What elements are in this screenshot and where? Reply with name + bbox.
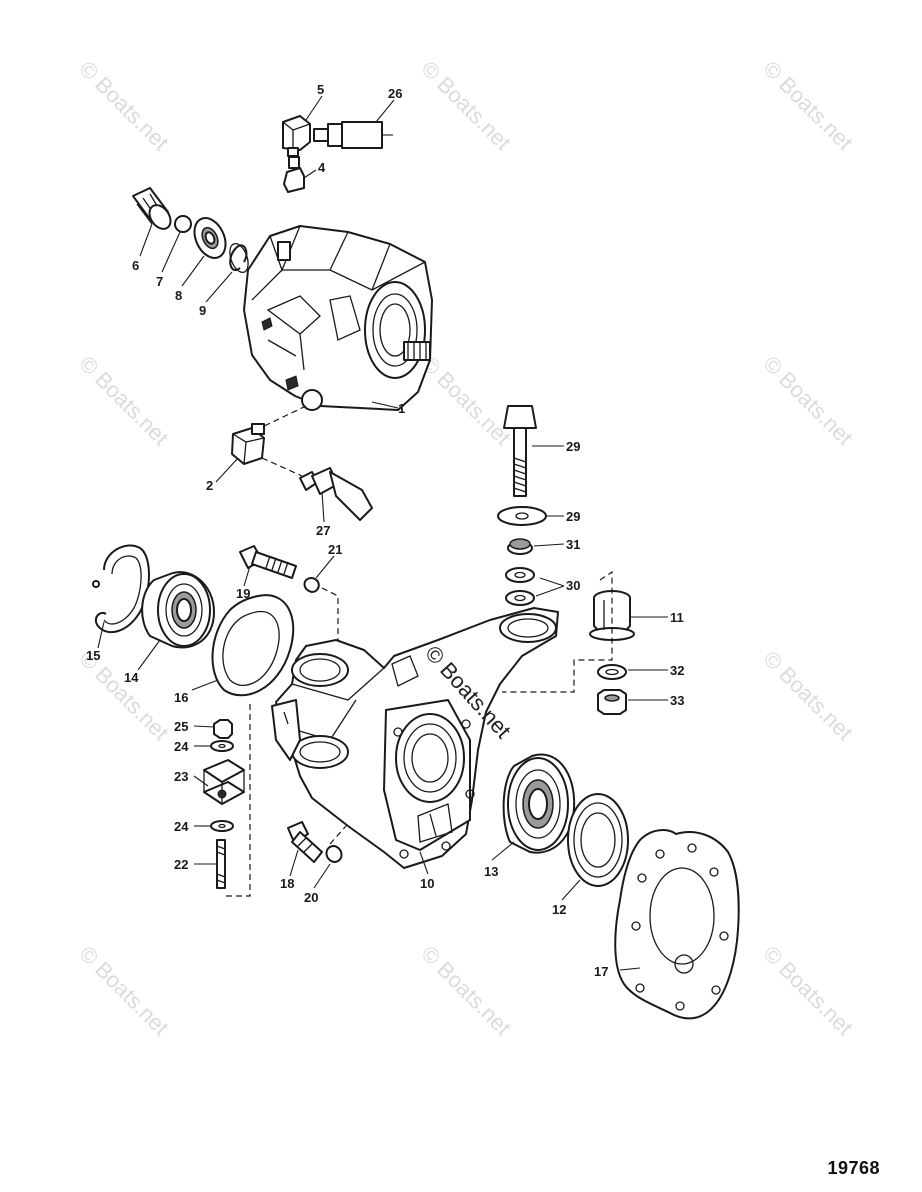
part-20-washer <box>325 845 343 863</box>
part-29-bolt <box>503 405 537 497</box>
part-32-washer <box>597 664 627 680</box>
part-8-bearing <box>193 217 227 259</box>
label-part-32: 32 <box>670 663 684 678</box>
part-25-nut <box>213 719 233 739</box>
part-24-washer-top <box>210 740 234 752</box>
part-33-nut <box>597 689 627 715</box>
leader-lines <box>97 95 668 971</box>
label-part-15: 15 <box>86 648 100 663</box>
watermarks: © Boats.net © Boats.net © Boats.net © Bo… <box>74 56 857 1040</box>
watermark: © Boats.net <box>74 941 173 1040</box>
part-22-stud <box>216 839 226 889</box>
bolt-path <box>321 587 339 640</box>
label-part-5: 5 <box>317 82 324 97</box>
label-part-4: 4 <box>318 160 326 175</box>
bushing-bracket <box>502 570 613 693</box>
label-part-19: 19 <box>236 586 250 601</box>
part-21-washer <box>303 577 320 593</box>
part-18-bolt <box>287 821 323 863</box>
callout-labels: 5 26 4 6 7 8 9 1 2 27 29 29 31 30 11 32 … <box>86 82 684 979</box>
label-part-24-bottom: 24 <box>174 819 189 834</box>
label-part-21: 21 <box>328 542 342 557</box>
part-24-washer-bottom <box>210 820 234 832</box>
part-16-gasket <box>211 594 295 697</box>
part-11-bushing <box>589 590 635 641</box>
label-part-13: 13 <box>484 864 498 879</box>
part-6-roller-bearing <box>132 187 172 230</box>
label-part-10: 10 <box>420 876 434 891</box>
part-5-elbow-fitting <box>282 115 311 157</box>
label-part-2: 2 <box>206 478 213 493</box>
part-4-fitting <box>283 156 305 193</box>
part-30-washers <box>505 567 535 606</box>
part-9-snap-ring <box>229 242 249 274</box>
label-part-22: 22 <box>174 857 188 872</box>
label-part-33: 33 <box>670 693 684 708</box>
part-19-bolt <box>239 545 297 579</box>
part-31-bushing <box>507 538 533 555</box>
label-part-29-bolt: 29 <box>566 439 580 454</box>
label-part-9: 9 <box>199 303 206 318</box>
label-part-30: 30 <box>566 578 580 593</box>
label-part-24-top: 24 <box>174 739 189 754</box>
label-part-14: 14 <box>124 670 139 685</box>
part-27-sender <box>299 467 373 521</box>
label-part-6: 6 <box>132 258 139 273</box>
part-15-snap-ring <box>92 544 150 634</box>
part-17-gasket-plate <box>614 829 740 1020</box>
watermark: © Boats.net <box>416 941 515 1040</box>
label-part-23: 23 <box>174 769 188 784</box>
label-part-27: 27 <box>316 523 330 538</box>
label-part-17: 17 <box>594 964 608 979</box>
label-part-25: 25 <box>174 719 188 734</box>
watermark: © Boats.net <box>74 56 173 155</box>
watermark: © Boats.net <box>758 941 857 1040</box>
watermark: © Boats.net <box>758 646 857 745</box>
part-12-seal <box>567 793 629 887</box>
part-7-ball <box>174 215 192 233</box>
label-part-18: 18 <box>280 876 294 891</box>
part-13-bearing <box>502 753 576 854</box>
watermark: © Boats.net <box>416 351 515 450</box>
part-2-block-fitting <box>231 423 303 477</box>
watermark: © Boats.net <box>74 351 173 450</box>
label-part-20: 20 <box>304 890 318 905</box>
part-14-bearing <box>141 571 215 649</box>
label-part-11: 11 <box>670 610 684 625</box>
label-part-29-washer: 29 <box>566 509 580 524</box>
watermark: © Boats.net <box>758 56 857 155</box>
part-26-sender <box>313 121 393 149</box>
label-part-8: 8 <box>175 288 182 303</box>
part-23-bracket <box>203 759 245 805</box>
figure-code: 19768 <box>827 1158 880 1178</box>
part-10-drive-housing <box>271 607 559 869</box>
label-part-26: 26 <box>388 86 402 101</box>
watermark: © Boats.net <box>416 56 515 155</box>
label-part-12: 12 <box>552 902 566 917</box>
watermark: © Boats.net <box>758 351 857 450</box>
part-1-transmission <box>243 225 433 429</box>
label-part-7: 7 <box>156 274 163 289</box>
part-29-washer <box>497 506 547 526</box>
label-part-31: 31 <box>566 537 580 552</box>
label-part-1: 1 <box>398 401 405 416</box>
stud-bracket <box>226 700 251 897</box>
label-part-16: 16 <box>174 690 188 705</box>
bolt-path-lower <box>329 825 347 845</box>
